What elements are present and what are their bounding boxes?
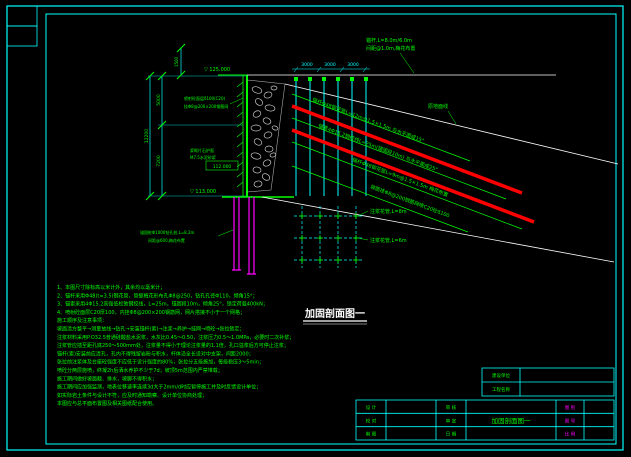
nail-head [322, 77, 326, 81]
notes-block: 1、本图尺寸除标高以米计外，其余均以毫米计； 2、锚杆采用Φ48(t=3.5)钢… [57, 284, 294, 407]
nail-head [336, 77, 340, 81]
note-line: 4、喷射砼面层C20厚100，内挂Φ8@200×200钢筋网，网片搭接不小于一个… [57, 309, 245, 316]
grout-pipe-grid: 注浆花管,L=8m 注浆花管,L=6m [294, 206, 407, 268]
anchor-top-label-2: 间距@1.0m,梅花布置 [366, 45, 415, 52]
grout-cross-markers [299, 213, 359, 263]
titleblock-scale-label: 比 例 [565, 431, 576, 438]
dim-top: 1500 [174, 56, 179, 67]
stone-hatch [246, 79, 286, 193]
dim-seg2: 7200 [156, 155, 162, 167]
note-line: 喷砼分两层施喷，终凝2h后洒水养护不少于7d；坡顶5m范围内严禁堆载； [57, 367, 223, 374]
retaining-wall: ▽ 125.000 ▽ 113.000 112.000 喷射砼面层δ100(C2… [184, 67, 294, 198]
titleblock-drafter-label: 制 图 [366, 431, 377, 438]
border-outer [6, 5, 624, 451]
upper-slope-line [284, 83, 619, 165]
signature-box-2 [6, 25, 38, 47]
top-dim-1: 3000 [301, 62, 313, 68]
anchor-bar-lower [291, 128, 535, 224]
note-line: 施工期间做好坡面截、排水，坡脚不得积水； [57, 375, 157, 382]
titleblock-sheetno-label: 图 号 [565, 418, 576, 424]
note-line: 施工顺序及注意事项： [57, 317, 107, 324]
note-line: 坡面清方整平→测量放线→钻孔→安装锚杆(索)→注浆→养护→挂网→喷砼→张拉锁定； [57, 326, 244, 333]
wall-hatch [236, 81, 244, 188]
border-inner [45, 13, 617, 445]
anchor-piles: 锚固桩Φ1000钻孔桩,L=8.2m 间距@600,梅花布置 [140, 197, 256, 275]
elevation-box-value: 112.000 [213, 164, 232, 170]
title-block: 建设单位 工程名称 设 计 校 对 制 图 审 核 审 定 日 期 加固剖面图一… [355, 367, 615, 441]
note-line: 锚杆(索)安装前应清孔，孔内不得残留岩粉与积水，杆体沿全长设对中支架，间距200… [57, 350, 254, 357]
nail-head [294, 77, 298, 81]
wall-label-mesh: 挂Φ8@200×200钢筋网 [184, 103, 228, 109]
note-line: 施工期间应加强监测，地表位移速率连续3d大于2mm/d时应暂停施工并及时反馈设计… [57, 384, 261, 391]
titleblock-date-label: 日 期 [446, 432, 457, 438]
top-dim-3: 3000 [347, 62, 359, 68]
soil-nail-lines [291, 93, 523, 233]
pile-label-2: 间距@600,梅花布置 [148, 237, 185, 243]
note-line: 2、锚杆采用Φ48(t=3.5)钢花管，管壁梅花形布孔Φ8@250，钻孔孔径Φ1… [57, 292, 258, 299]
level-bottom: ▽ 113.000 [190, 189, 216, 195]
drawing-title: 加固剖面图一 [303, 307, 367, 325]
grout-label-2: 注浆花管,L=6m [370, 237, 407, 244]
titleblock-project-label: 工程名称 [492, 386, 510, 393]
drawing-title-text: 加固剖面图一 [304, 307, 365, 320]
anchor-bar-upper [291, 104, 523, 195]
ground-lines [247, 74, 619, 263]
wall-label-masonry: 浆砌片石护面 [190, 147, 214, 153]
note-line: 如实际岩土条件与设计不符，应及时通知勘察、设计单位协商处理； [57, 392, 207, 399]
left-dimension-chain: 5000 7200 12200 1500 [144, 43, 246, 201]
titleblock-approver-label: 审 定 [446, 417, 457, 424]
lower-slope-line [261, 196, 615, 263]
titleblock-drawing-name: 加固剖面图一 [492, 416, 532, 425]
nail-head [308, 77, 312, 81]
wall-label-shotcrete: 喷射砼面层δ100(C20) [184, 95, 226, 101]
level-top: ▽ 125.000 [204, 67, 230, 73]
wall-label-mortar: M7.5水泥砂浆 [190, 154, 216, 160]
top-dim-2: 3000 [324, 62, 336, 68]
note-line: 3、锚索采用4Φ15.2高强低松弛钢绞线，L=25m，锚固段10m，倾角25°，… [57, 301, 268, 308]
titleblock-designer-label: 设 计 [366, 404, 377, 411]
grout-label-1: 注浆花管,L=8m [370, 208, 407, 215]
note-line: 注浆材料采用P.O32.5普通硅酸盐水泥浆，水灰比0.45～0.50，注浆压力0… [57, 334, 294, 341]
sheet-frame [6, 5, 624, 451]
anchor-top-label-1: 锚杆,L=8.0m/6.0m [366, 37, 412, 44]
note-line: 本图应与总平面布置图及相关图纸配合使用。 [57, 400, 157, 407]
titleblock-company-label: 建设单位 [492, 372, 510, 379]
note-line: 注浆管应插至距孔底250～500mm处，注浆量不得小于理论注浆量的1.1倍，孔口… [57, 342, 289, 349]
top-right-annotation: 锚杆,L=8.0m/6.0m 间距@1.0m,梅花布置 [366, 37, 415, 74]
note-line: 1、本图尺寸除标高以米计外，其余均以毫米计； [57, 284, 165, 291]
nail-head [364, 77, 368, 81]
titleblock-reviewer-label: 审 核 [446, 404, 457, 411]
elevation-box [205, 160, 239, 171]
pile-label-1: 锚固桩Φ1000钻孔桩,L=8.2m [140, 229, 195, 235]
anchor-bars [291, 104, 535, 224]
ground-line-label: 原地面线 [428, 103, 448, 110]
signature-box-1 [6, 5, 38, 27]
titleblock-sheettype-label: 图 别 [565, 404, 576, 411]
note-line: 张拉前注浆体及台座砼强度不应低于设计强度的80%，张拉分五级施加，每级稳压3～5… [57, 359, 264, 366]
titleblock-checker-label: 校 对 [366, 417, 377, 424]
dim-seg1: 5000 [156, 94, 162, 106]
nail-head [350, 77, 354, 81]
dim-total: 12200 [144, 129, 150, 143]
